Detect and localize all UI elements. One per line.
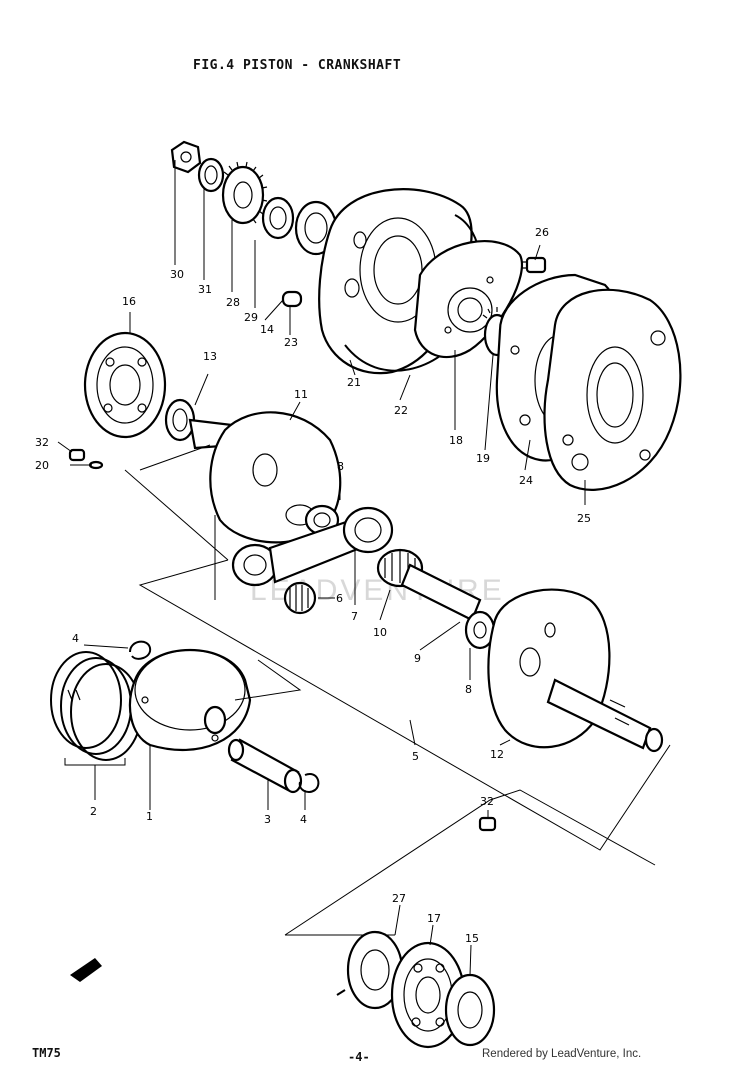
callout-10: 10 <box>373 626 387 639</box>
key-32-upper <box>68 448 86 462</box>
callout-11: 11 <box>294 388 308 401</box>
needle-bearing-6 <box>283 581 317 615</box>
callout-27: 27 <box>392 892 406 905</box>
callout-21: 21 <box>347 376 361 389</box>
washer-31 <box>197 157 225 193</box>
circlip-4-lower <box>298 773 320 793</box>
callout-6: 6 <box>336 592 343 605</box>
callout-9: 9 <box>414 652 421 665</box>
model-code: TM75 <box>32 1046 61 1060</box>
callout-19: 19 <box>476 452 490 465</box>
cover-25 <box>543 288 682 491</box>
connecting-rod-7 <box>231 506 394 587</box>
piston-pin-3 <box>227 738 303 794</box>
plate-18 <box>413 240 523 359</box>
page-number: -4- <box>348 1050 370 1064</box>
callout-3: 3 <box>264 813 271 826</box>
render-credit: Rendered by LeadVenture, Inc. <box>482 1048 642 1060</box>
seal-13 <box>164 398 196 442</box>
callout-5: 5 <box>412 750 419 763</box>
piston-1 <box>128 649 252 752</box>
piston-rings-2 <box>50 651 142 761</box>
bearing-29 <box>261 196 295 240</box>
callout-4-upper: 4 <box>72 632 79 645</box>
callout-30: 30 <box>170 268 184 281</box>
gear-28 <box>221 161 268 225</box>
callout-7: 7 <box>351 610 358 623</box>
callout-15: 15 <box>465 932 479 945</box>
callout-18: 18 <box>449 434 463 447</box>
callout-13: 13 <box>203 350 217 363</box>
figure-title: FIG.4 PISTON - CRANKSHAFT <box>193 58 402 73</box>
crank-half-12 <box>487 588 664 753</box>
callout-1: 1 <box>146 810 153 823</box>
bearing-16 <box>83 331 167 439</box>
callout-23: 23 <box>284 336 298 349</box>
seal-15 <box>444 973 496 1047</box>
crank-half-11 <box>188 411 342 544</box>
callout-8-upper: 8 <box>337 460 344 473</box>
callout-32-lower: 32 <box>480 795 494 808</box>
callout-8-lower: 8 <box>465 683 472 696</box>
callout-28: 28 <box>226 296 240 309</box>
callout-20: 20 <box>35 459 49 472</box>
nut-30 <box>170 140 202 174</box>
pin-23 <box>281 290 303 308</box>
callout-12: 12 <box>490 748 504 761</box>
bolt-26 <box>522 256 547 274</box>
callout-14: 14 <box>260 323 274 336</box>
callout-25: 25 <box>577 512 591 525</box>
callout-16: 16 <box>122 295 136 308</box>
callout-17: 17 <box>427 912 441 925</box>
key-32-lower <box>478 816 497 832</box>
callout-4-lower: 4 <box>300 813 307 826</box>
callout-24: 24 <box>519 474 533 487</box>
callout-2: 2 <box>90 805 97 818</box>
callout-29: 29 <box>244 311 258 324</box>
callout-22: 22 <box>394 404 408 417</box>
circlip-4-upper <box>129 640 152 660</box>
callout-31: 31 <box>198 283 212 296</box>
callout-32-upper: 32 <box>35 436 49 449</box>
front-arrow-icon <box>70 958 102 982</box>
callout-26: 26 <box>535 226 549 239</box>
